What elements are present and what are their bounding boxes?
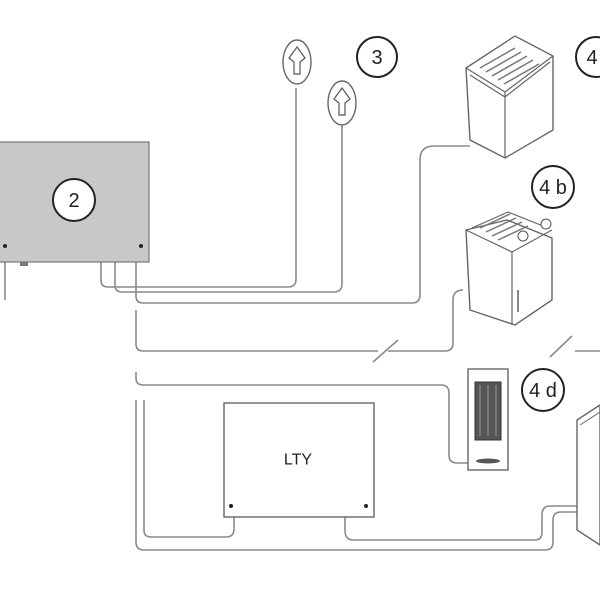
label-circle-4d — [521, 368, 565, 412]
wire-sensor-2 — [114, 125, 343, 293]
sensor-2[interactable] — [327, 80, 357, 126]
wire-sensor-1 — [100, 88, 297, 288]
wire-lty-right — [344, 505, 578, 541]
label-circle-2 — [52, 178, 96, 222]
control-unit[interactable]: 2 — [0, 141, 150, 266]
heater-b[interactable]: 4 b — [465, 165, 575, 326]
break-mark-1 — [372, 339, 399, 363]
wire-lty-left — [143, 400, 235, 538]
wire-heater-d — [135, 372, 470, 464]
label-circle-3 — [356, 36, 398, 78]
label-circle-4 — [575, 36, 600, 78]
sensor-1[interactable] — [282, 39, 312, 85]
heater-d-label: 4 d — [529, 380, 557, 402]
heater-e[interactable] — [576, 404, 600, 546]
heater-b-label: 4 b — [539, 177, 567, 199]
heater-a-label: 4 — [586, 47, 597, 69]
lty-box[interactable]: LTY — [223, 402, 375, 518]
wires — [4, 88, 600, 551]
wire-main — [135, 400, 578, 551]
lty-label: LTY — [284, 452, 312, 469]
heater-a[interactable]: 4 — [465, 35, 600, 159]
break-mark-2 — [549, 335, 573, 358]
wire-heater-a — [135, 145, 470, 304]
control-unit-label: 2 — [68, 190, 79, 212]
wire-heater-b — [135, 289, 464, 352]
sensors-label: 3 — [371, 47, 382, 69]
heater-d[interactable]: 4 d — [467, 368, 565, 471]
label-circle-4b — [531, 165, 575, 209]
